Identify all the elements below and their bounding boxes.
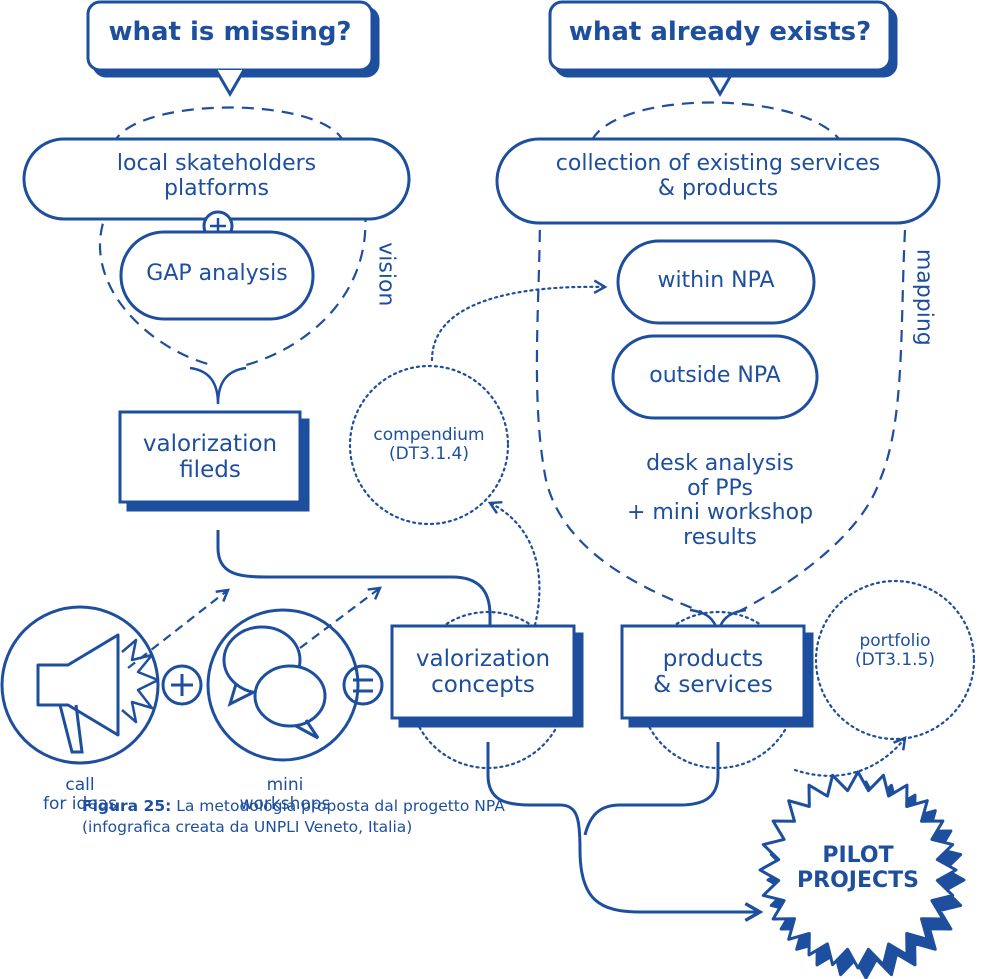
portfolio-label: portfolio (DT3.1.5)	[855, 631, 935, 671]
products-services-label: products & services	[653, 646, 773, 698]
products-to-pilot-join	[583, 742, 720, 836]
plus-sign	[161, 664, 203, 706]
valorization-concepts-label: valorization concepts	[415, 646, 551, 698]
compendium-circle	[348, 364, 510, 526]
header-exists-label: what already exists?	[568, 17, 872, 47]
header-missing-box	[86, 0, 380, 97]
concepts-to-pilot	[486, 742, 764, 922]
fields-to-concepts	[216, 530, 500, 644]
gap-label: GAP analysis	[146, 261, 288, 286]
outside-label: outside NPA	[649, 363, 781, 388]
mapping-label: mapping	[911, 248, 937, 346]
caption-text: La metodologia proposta dal progetto NPA…	[82, 797, 505, 836]
figure-caption: Figura 25: La metodologia proposta dal p…	[82, 796, 512, 838]
call-for-ideas-label: call for ideas	[42, 775, 118, 815]
portfolio-circle	[814, 579, 976, 741]
products-to-portfolio	[793, 736, 907, 777]
mini-workshops-icon	[206, 608, 360, 762]
gap-pill	[119, 230, 315, 321]
mapping-dashed-oval	[535, 101, 907, 614]
equals-sign	[342, 664, 384, 706]
call-for-ideas-icon	[0, 605, 160, 765]
left-funnel	[189, 366, 247, 405]
desk-analysis-label: desk analysis of PPs + mini workshop res…	[626, 451, 814, 550]
caption-label: Figura 25:	[82, 797, 172, 815]
workshops-arrow	[299, 586, 382, 649]
vision-dashed-oval	[98, 106, 367, 367]
within-pill	[616, 239, 816, 325]
outside-pill	[611, 334, 819, 420]
header-exists-box	[548, 0, 898, 97]
valorization-fields-box	[118, 410, 302, 504]
collection-label: collection of existing services & produc…	[555, 151, 881, 201]
pilot-projects-star	[758, 770, 958, 970]
within-label: within NPA	[657, 268, 775, 293]
concepts-to-compendium	[487, 500, 541, 627]
stakeholders-label: local skateholders platforms	[116, 151, 317, 201]
header-missing-label: what is missing?	[108, 17, 352, 47]
call-arrow	[127, 588, 230, 669]
compendium-label: compendium (DT3.1.4)	[373, 425, 485, 465]
collection-pill	[495, 137, 941, 225]
mini-workshops-label: mini workshops	[239, 775, 331, 815]
valorization-concepts-box	[390, 624, 576, 720]
products-services-box	[620, 624, 806, 720]
pilot-projects-label: PILOT PROJECTS	[797, 843, 919, 893]
vision-label: vision	[373, 242, 399, 307]
valorization-fields-label: valorization fileds	[142, 431, 278, 483]
compendium-to-within	[430, 279, 608, 362]
